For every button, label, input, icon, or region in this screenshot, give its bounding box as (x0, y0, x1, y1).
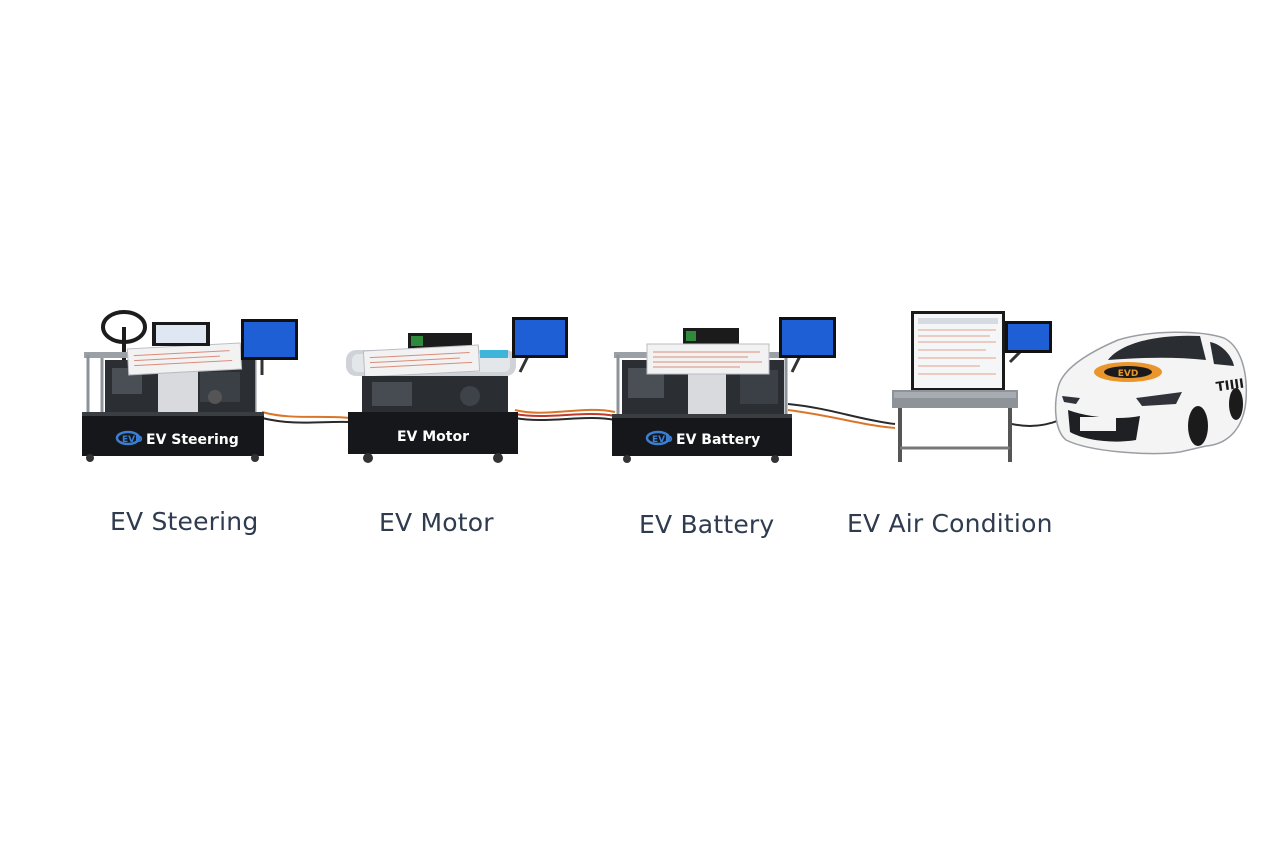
cabinet (82, 414, 264, 456)
cabinet-label: EV Steering (146, 432, 239, 448)
caption-ev-motor: EV Motor (379, 508, 494, 537)
cabinet-label: EV Motor (397, 429, 469, 445)
station-ev-battery: EVD EV Battery (612, 317, 836, 463)
station-ev-steering: EVD EV Steering (82, 310, 298, 462)
hood-logo: EVD (1094, 362, 1162, 382)
evd-logo: EVD (115, 430, 143, 446)
cabinet (612, 416, 792, 456)
svg-text:EVD: EVD (1118, 369, 1139, 379)
ev-car: EVD TIIII (1054, 331, 1248, 455)
caption-ev-battery: EV Battery (639, 510, 775, 539)
station-ev-air-condition (892, 311, 1052, 462)
cabinet (348, 412, 518, 454)
station-ev-motor: EV Motor (346, 317, 568, 463)
info-poster (362, 344, 481, 378)
info-poster (126, 342, 243, 376)
svg-text:EVD: EVD (652, 435, 673, 445)
svg-text:EVD: EVD (122, 435, 143, 445)
caption-ev-steering: EV Steering (110, 507, 259, 536)
connecting-cables (261, 403, 1061, 429)
caption-ev-air-condition: EV Air Condition (847, 509, 1053, 538)
evd-logo: EVD (645, 430, 673, 446)
info-poster (646, 343, 770, 375)
cabinet-label: EV Battery (676, 432, 760, 448)
